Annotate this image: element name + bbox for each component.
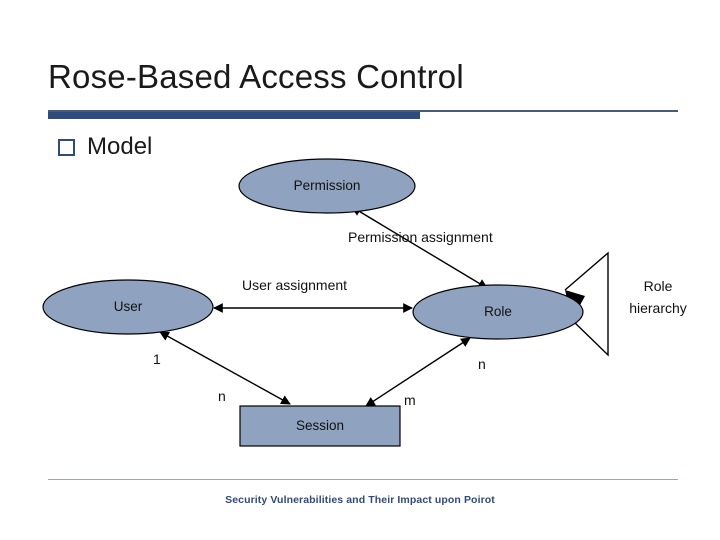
page-title: Rose-Based Access Control: [48, 58, 464, 95]
node-label-user: User: [113, 299, 143, 314]
title-divider: [48, 110, 678, 112]
edge-label-role-hierarchy-line1: Role: [643, 278, 673, 294]
title-accent-bar: [48, 112, 420, 119]
node-label-role: Role: [484, 304, 512, 319]
node-role: [412, 284, 584, 340]
square-bullet-icon: [58, 138, 75, 156]
edge-permission-assignment: [351, 206, 488, 289]
footer-text: Security Vulnerabilities and Their Impac…: [225, 494, 495, 506]
node-permission: [238, 158, 416, 214]
bullet-item-label: Model: [87, 133, 153, 160]
cardinality-user-session: 1: [153, 351, 161, 367]
edge-label-user-assignment: User assignment: [242, 277, 348, 293]
cardinality-role-session: n: [478, 356, 486, 372]
node-label-permission: Permission: [293, 178, 361, 193]
edge-label-role-hierarchy-line2: hierarchy: [629, 300, 687, 316]
cardinality-session-user: n: [218, 388, 226, 404]
edge-role-session: [365, 337, 471, 407]
footer-divider: [48, 479, 678, 480]
node-label-session: Session: [295, 418, 345, 433]
node-session: [239, 405, 401, 447]
cardinality-session-role: m: [404, 392, 416, 408]
edge-label-permission-assignment: Permission assignment: [348, 229, 493, 245]
node-user: [42, 279, 214, 335]
bullet-item-model: Model: [58, 133, 152, 161]
edge-user-session: [159, 331, 291, 405]
